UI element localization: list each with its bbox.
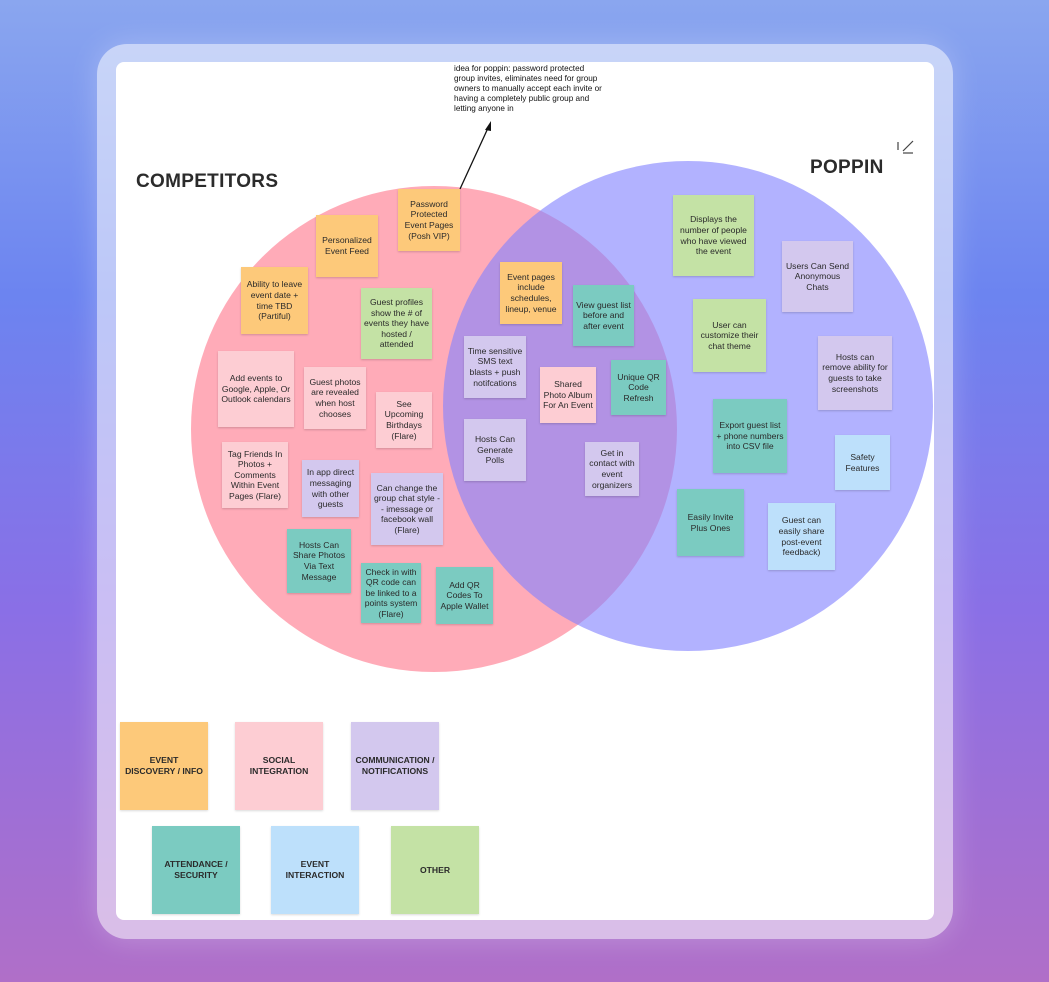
note-event-pages-schedules[interactable]: Event pages include schedules, lineup, v… [500, 262, 562, 324]
note-post-event-feedback[interactable]: Guest can easily share post-event feedba… [768, 503, 835, 570]
arrow-icon [459, 121, 491, 190]
legend-communication[interactable]: COMMUNICATION / NOTIFICATIONS [351, 722, 439, 810]
note-hosts-generate-polls[interactable]: Hosts Can Generate Polls [464, 419, 526, 481]
note-safety-features[interactable]: Safety Features [835, 435, 890, 490]
note-upcoming-birthdays[interactable]: See Upcoming Birthdays (Flare) [376, 392, 432, 448]
note-time-sensitive-sms[interactable]: Time sensitive SMS text blasts + push no… [464, 336, 526, 398]
note-add-events-calendars[interactable]: Add events to Google, Apple, Or Outlook … [218, 351, 294, 427]
note-check-in-qr[interactable]: Check in with QR code can be linked to a… [361, 563, 421, 623]
note-customize-chat-theme[interactable]: User can customize their chat theme [693, 299, 766, 372]
note-anonymous-chats[interactable]: Users Can Send Anonymous Chats [782, 241, 853, 312]
legend-social-integration[interactable]: SOCIAL INTEGRATION [235, 722, 323, 810]
note-in-app-messaging[interactable]: In app direct messaging with other guest… [302, 460, 359, 517]
note-password-protected[interactable]: Password Protected Event Pages (Posh VIP… [398, 189, 460, 251]
note-displays-viewers[interactable]: Displays the number of people who have v… [673, 195, 754, 276]
annotation-text[interactable]: idea for poppin: password protected grou… [454, 64, 602, 113]
note-hosts-share-photos[interactable]: Hosts Can Share Photos Via Text Message [287, 529, 351, 593]
resize-arrow-icon[interactable] [894, 138, 916, 156]
note-guest-photos-revealed[interactable]: Guest photos are revealed when host choo… [304, 367, 366, 429]
note-view-guest-list[interactable]: View guest list before and after event [573, 285, 634, 346]
note-add-qr-wallet[interactable]: Add QR Codes To Apple Wallet [436, 567, 493, 624]
legend-attendance-security[interactable]: ATTENDANCE / SECURITY [152, 826, 240, 914]
note-export-guest-list[interactable]: Export guest list + phone numbers into C… [713, 399, 787, 473]
note-remove-screenshots[interactable]: Hosts can remove ability for guests to t… [818, 336, 892, 410]
note-change-chat-style[interactable]: Can change the group chat style -- imess… [371, 473, 443, 545]
note-personalized-feed[interactable]: Personalized Event Feed [316, 215, 378, 277]
note-contact-organizers[interactable]: Get in contact with event organizers [585, 442, 639, 496]
note-shared-photo-album[interactable]: Shared Photo Album For An Event [540, 367, 596, 423]
note-ability-leave-date[interactable]: Ability to leave event date + time TBD (… [241, 267, 308, 334]
legend-event-discovery[interactable]: EVENT DISCOVERY / INFO [120, 722, 208, 810]
note-tag-friends[interactable]: Tag Friends In Photos + Comments Within … [222, 442, 288, 508]
note-guest-profiles[interactable]: Guest profiles show the # of events they… [361, 288, 432, 359]
competitors-title: COMPETITORS [136, 171, 279, 192]
whiteboard-canvas[interactable]: COMPETITORS POPPIN idea for poppin: pass… [116, 62, 934, 920]
legend-other[interactable]: OTHER [391, 826, 479, 914]
legend-event-interaction[interactable]: EVENT INTERACTION [271, 826, 359, 914]
poppin-title: POPPIN [810, 157, 884, 178]
note-unique-qr-refresh[interactable]: Unique QR Code Refresh [611, 360, 666, 415]
note-invite-plus-ones[interactable]: Easily Invite Plus Ones [677, 489, 744, 556]
